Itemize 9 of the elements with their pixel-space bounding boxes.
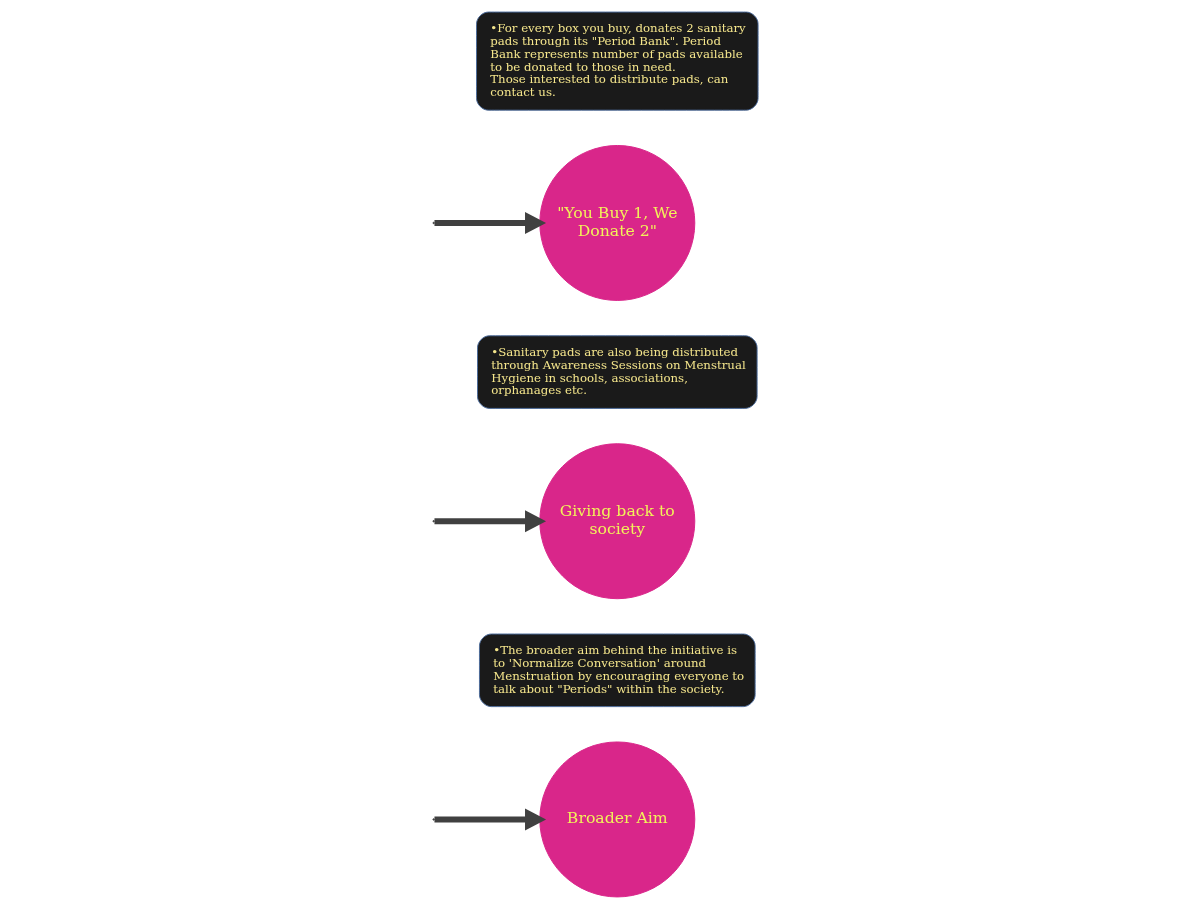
node-circle: "You Buy 1, We Donate 2" <box>539 145 696 301</box>
arrow <box>434 808 547 831</box>
arrow <box>434 510 547 533</box>
node-box: •For every box you buy, donates 2 sanitary pads through its "Period Bank". Period Bank represents number of pads available to be donated to those in need. Those interested to distribute pads, can contact us. <box>476 11 759 111</box>
node-circle: Broader Aim <box>539 741 696 898</box>
arrow <box>434 211 547 235</box>
node-circle: Giving back to society <box>539 443 696 600</box>
node-box: •Sanitary pads are also being distributed through Awareness Sessions on Menstrual Hygiene in schools, associations, orphanages etc. <box>477 335 758 409</box>
node-box: •The broader aim behind the initiative is to 'Normalize Conversation' around Menstruation by encouraging everyone to talk about "Periods" within the society. <box>478 633 756 708</box>
